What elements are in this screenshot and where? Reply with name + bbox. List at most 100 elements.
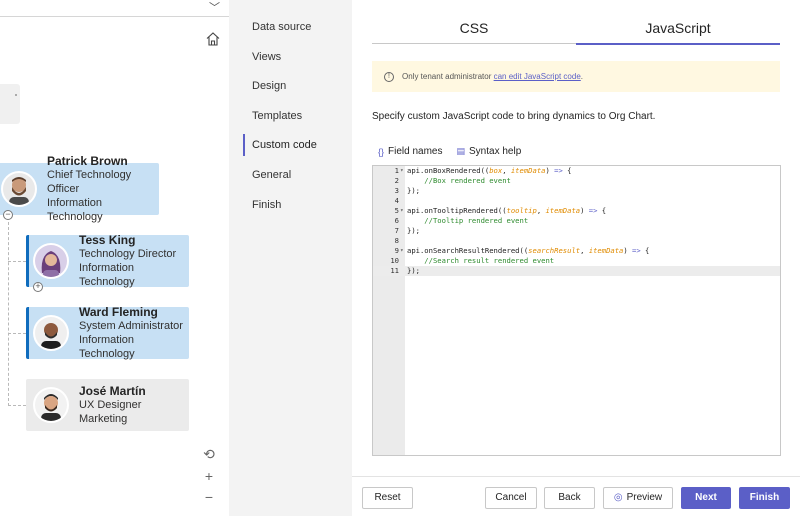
org-card-jose-martin[interactable]: José Martín UX Designer Marketing — [26, 379, 189, 431]
code-line[interactable]: 10 //Search result rendered event — [373, 256, 780, 266]
syntax-help-label: Syntax help — [469, 146, 522, 157]
field-names-link[interactable]: {}Field names — [378, 146, 442, 157]
reset-button[interactable]: Reset — [362, 487, 413, 509]
preview-button[interactable]: ◎Preview — [603, 487, 673, 509]
notice-text: Only tenant administrator — [402, 72, 494, 81]
line-number: 11 — [390, 266, 399, 275]
line-number: 7 — [394, 226, 399, 235]
code-text: api.onSearchResultRendered((searchResult… — [407, 246, 650, 255]
person-title: Chief Technology Officer — [47, 169, 132, 195]
avatar — [33, 243, 69, 279]
nav-item-views[interactable]: Views — [252, 51, 282, 63]
person-title: UX Designer — [79, 399, 142, 411]
tab-css[interactable]: CSS — [459, 20, 489, 36]
code-line[interactable]: 1▾api.onBoxRendered((box, itemData) => { — [373, 166, 780, 176]
zoom-out-icon[interactable]: − — [204, 489, 214, 505]
line-number-gutter — [373, 166, 405, 455]
connector-line — [8, 405, 26, 406]
code-text: //Box rendered event — [407, 176, 511, 185]
line-number: 5 — [394, 206, 399, 215]
code-line[interactable]: 9▾api.onSearchResultRendered((searchResu… — [373, 246, 780, 256]
code-text: }); — [407, 226, 420, 235]
code-line[interactable]: 7}); — [373, 226, 780, 236]
zoom-controls — [197, 443, 221, 509]
chevron-down-icon[interactable]: ﹀ — [209, 2, 220, 14]
fold-icon[interactable]: ▾ — [400, 167, 404, 174]
line-number: 6 — [394, 216, 399, 225]
avatar — [33, 387, 69, 423]
line-number: 8 — [394, 236, 399, 245]
cancel-button[interactable]: Cancel — [485, 487, 537, 509]
code-content[interactable]: 1▾api.onBoxRendered((box, itemData) => {… — [373, 166, 780, 276]
reset-zoom-icon[interactable]: ⟲ — [203, 446, 215, 462]
code-line[interactable]: 8 — [373, 236, 780, 246]
fold-icon[interactable]: ▾ — [400, 207, 404, 214]
helper-links: {}Field names ▤ Syntax help — [378, 146, 521, 157]
person-title: System Administrator — [79, 320, 183, 332]
back-button[interactable]: Back — [544, 487, 595, 509]
fold-icon[interactable]: ▾ — [400, 247, 404, 254]
next-button[interactable]: Next — [681, 487, 731, 509]
person-department: Information Technology — [47, 197, 103, 223]
preview-label: Preview — [626, 492, 663, 503]
shield-icon: ! — [384, 71, 394, 82]
code-text: api.onBoxRendered((box, itemData) => { — [407, 166, 572, 175]
home-icon[interactable] — [205, 31, 221, 47]
syntax-help-link[interactable]: ▤ Syntax help — [456, 146, 521, 157]
org-card-tess-king[interactable]: Tess King Technology Director Informatio… — [26, 233, 189, 288]
active-step-indicator — [243, 134, 245, 156]
person-title: Technology Director — [79, 248, 177, 260]
connector-line — [8, 333, 26, 334]
code-text: //Search result rendered event — [407, 256, 555, 265]
custom-code-panel: CSS JavaScript ! Only tenant administrato… — [352, 0, 800, 516]
collapse-toggle[interactable]: − — [3, 210, 13, 220]
braces-icon: {} — [378, 146, 385, 157]
org-card-ward-fleming[interactable]: Ward Fleming System Administrator Inform… — [26, 305, 189, 360]
notice-end: . — [580, 72, 584, 81]
code-tabs: CSS JavaScript — [372, 18, 780, 45]
finish-button[interactable]: Finish — [739, 487, 790, 509]
code-text: api.onTooltipRendered((tooltip, itemData… — [407, 206, 607, 215]
nav-item-finish[interactable]: Finish — [252, 199, 282, 211]
nav-item-general[interactable]: General — [252, 169, 292, 181]
nav-item-custom-code[interactable]: Custom code — [252, 139, 317, 151]
line-number: 4 — [394, 196, 399, 205]
code-line[interactable]: 4 — [373, 196, 780, 206]
chart-toolbar: ﹀ — [0, 0, 229, 17]
line-number: 1 — [394, 166, 399, 175]
eye-icon: ◎ — [613, 492, 623, 503]
person-name: Patrick Brown — [47, 154, 128, 168]
nav-item-templates[interactable]: Templates — [252, 110, 303, 122]
org-chart-canvas[interactable]: ﹀ Patrick Brown Chief Technology Officer… — [0, 0, 229, 516]
tab-javascript[interactable]: JavaScript — [576, 18, 780, 45]
notice-link[interactable]: can edit JavaScript code — [493, 72, 581, 81]
code-line[interactable]: 2 //Box rendered event — [373, 176, 780, 186]
expand-toggle[interactable]: + — [33, 282, 43, 292]
nav-item-design[interactable]: Design — [252, 80, 287, 92]
person-name: Ward Fleming — [79, 305, 158, 319]
code-text: //Tooltip rendered event — [407, 216, 529, 225]
wizard-steps-nav: Data source Views Design Templates Custo… — [229, 0, 352, 516]
admin-notice: ! Only tenant administrator can edit Java… — [372, 61, 780, 92]
person-name: José Martín — [79, 384, 146, 398]
code-line[interactable]: 11}); — [373, 266, 780, 276]
code-line[interactable]: 6 //Tooltip rendered event — [373, 216, 780, 226]
code-text: }); — [407, 186, 420, 195]
person-department: Information Technology — [79, 334, 135, 360]
code-editor[interactable]: 1▾api.onBoxRendered((box, itemData) => {… — [372, 165, 781, 456]
code-line[interactable]: 5▾api.onTooltipRendered((tooltip, itemDa… — [373, 206, 780, 216]
org-card-patrick-brown[interactable]: Patrick Brown Chief Technology Officer I… — [0, 154, 159, 223]
code-text: }); — [407, 266, 420, 275]
nav-item-data-source[interactable]: Data source — [252, 21, 312, 33]
code-line[interactable]: 3}); — [373, 186, 780, 196]
person-department: Information Technology — [79, 262, 135, 288]
zoom-in-icon[interactable]: + — [204, 468, 214, 484]
avatar — [33, 315, 69, 351]
document-icon: ▤ — [456, 146, 465, 156]
panel-description: Specify custom JavaScript code to bring … — [372, 111, 656, 122]
parent-card-partial[interactable] — [0, 84, 20, 124]
line-number: 3 — [394, 186, 399, 195]
person-name: Tess King — [79, 233, 136, 247]
wizard-footer: Reset Cancel Back ◎Preview Next Finish — [352, 476, 800, 516]
connector-line — [8, 261, 26, 262]
